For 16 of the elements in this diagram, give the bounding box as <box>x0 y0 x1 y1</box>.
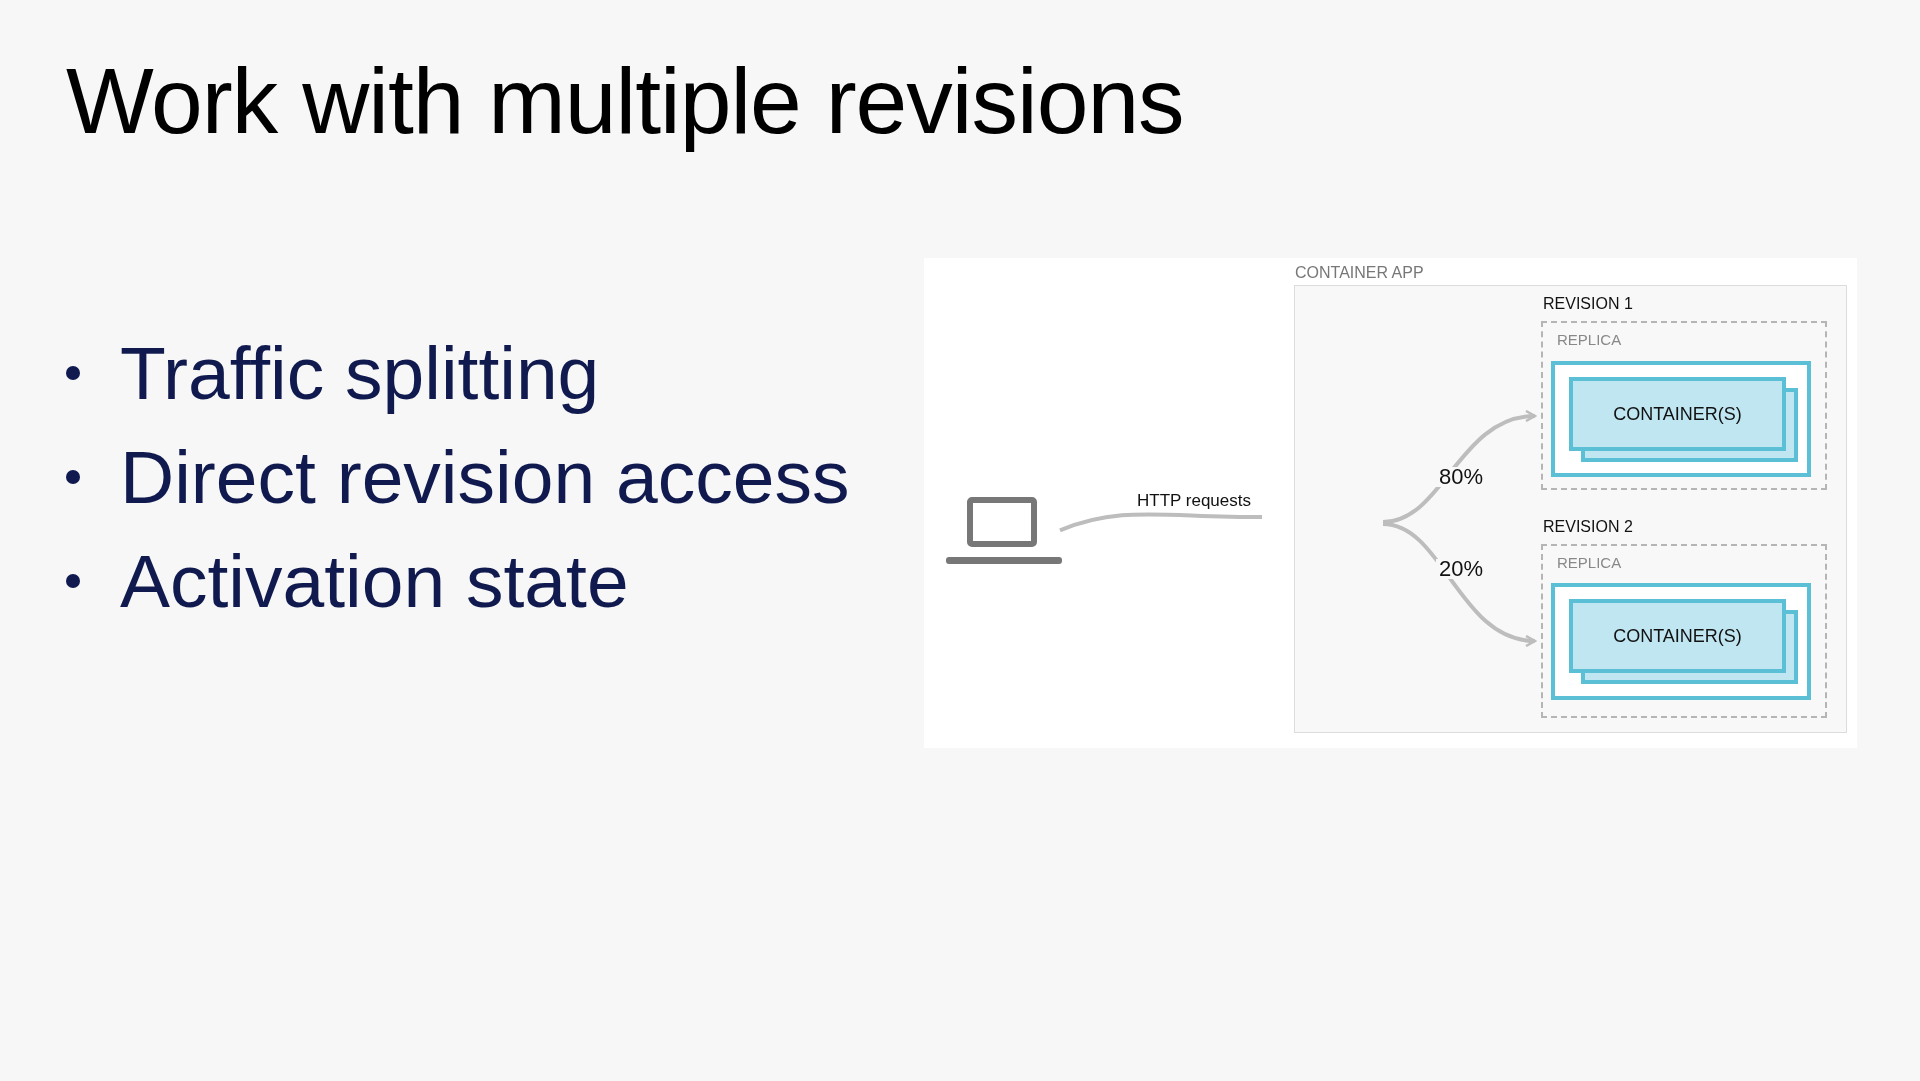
replica-label: REPLICA <box>1557 554 1622 571</box>
arrow <box>1382 522 1537 647</box>
bullet-text: Traffic splitting <box>120 330 600 416</box>
arrow <box>1382 410 1537 524</box>
container-card: CONTAINER(S) <box>1569 377 1786 451</box>
revision-heading: REVISION 1 <box>1543 295 1633 313</box>
bullet-text: Direct revision access <box>120 434 850 520</box>
group-heading: CONTAINER APP <box>1295 264 1424 282</box>
replica-box <box>1551 583 1811 700</box>
bullet-text: Activation state <box>120 538 629 624</box>
slide-title: Work with multiple revisions <box>66 48 1184 155</box>
container-card: CONTAINER(S) <box>1569 599 1786 673</box>
replica-box <box>1551 361 1811 477</box>
revision-heading: REVISION 2 <box>1543 518 1633 536</box>
replica-label: REPLICA <box>1557 331 1622 348</box>
connector-line <box>1059 512 1263 533</box>
